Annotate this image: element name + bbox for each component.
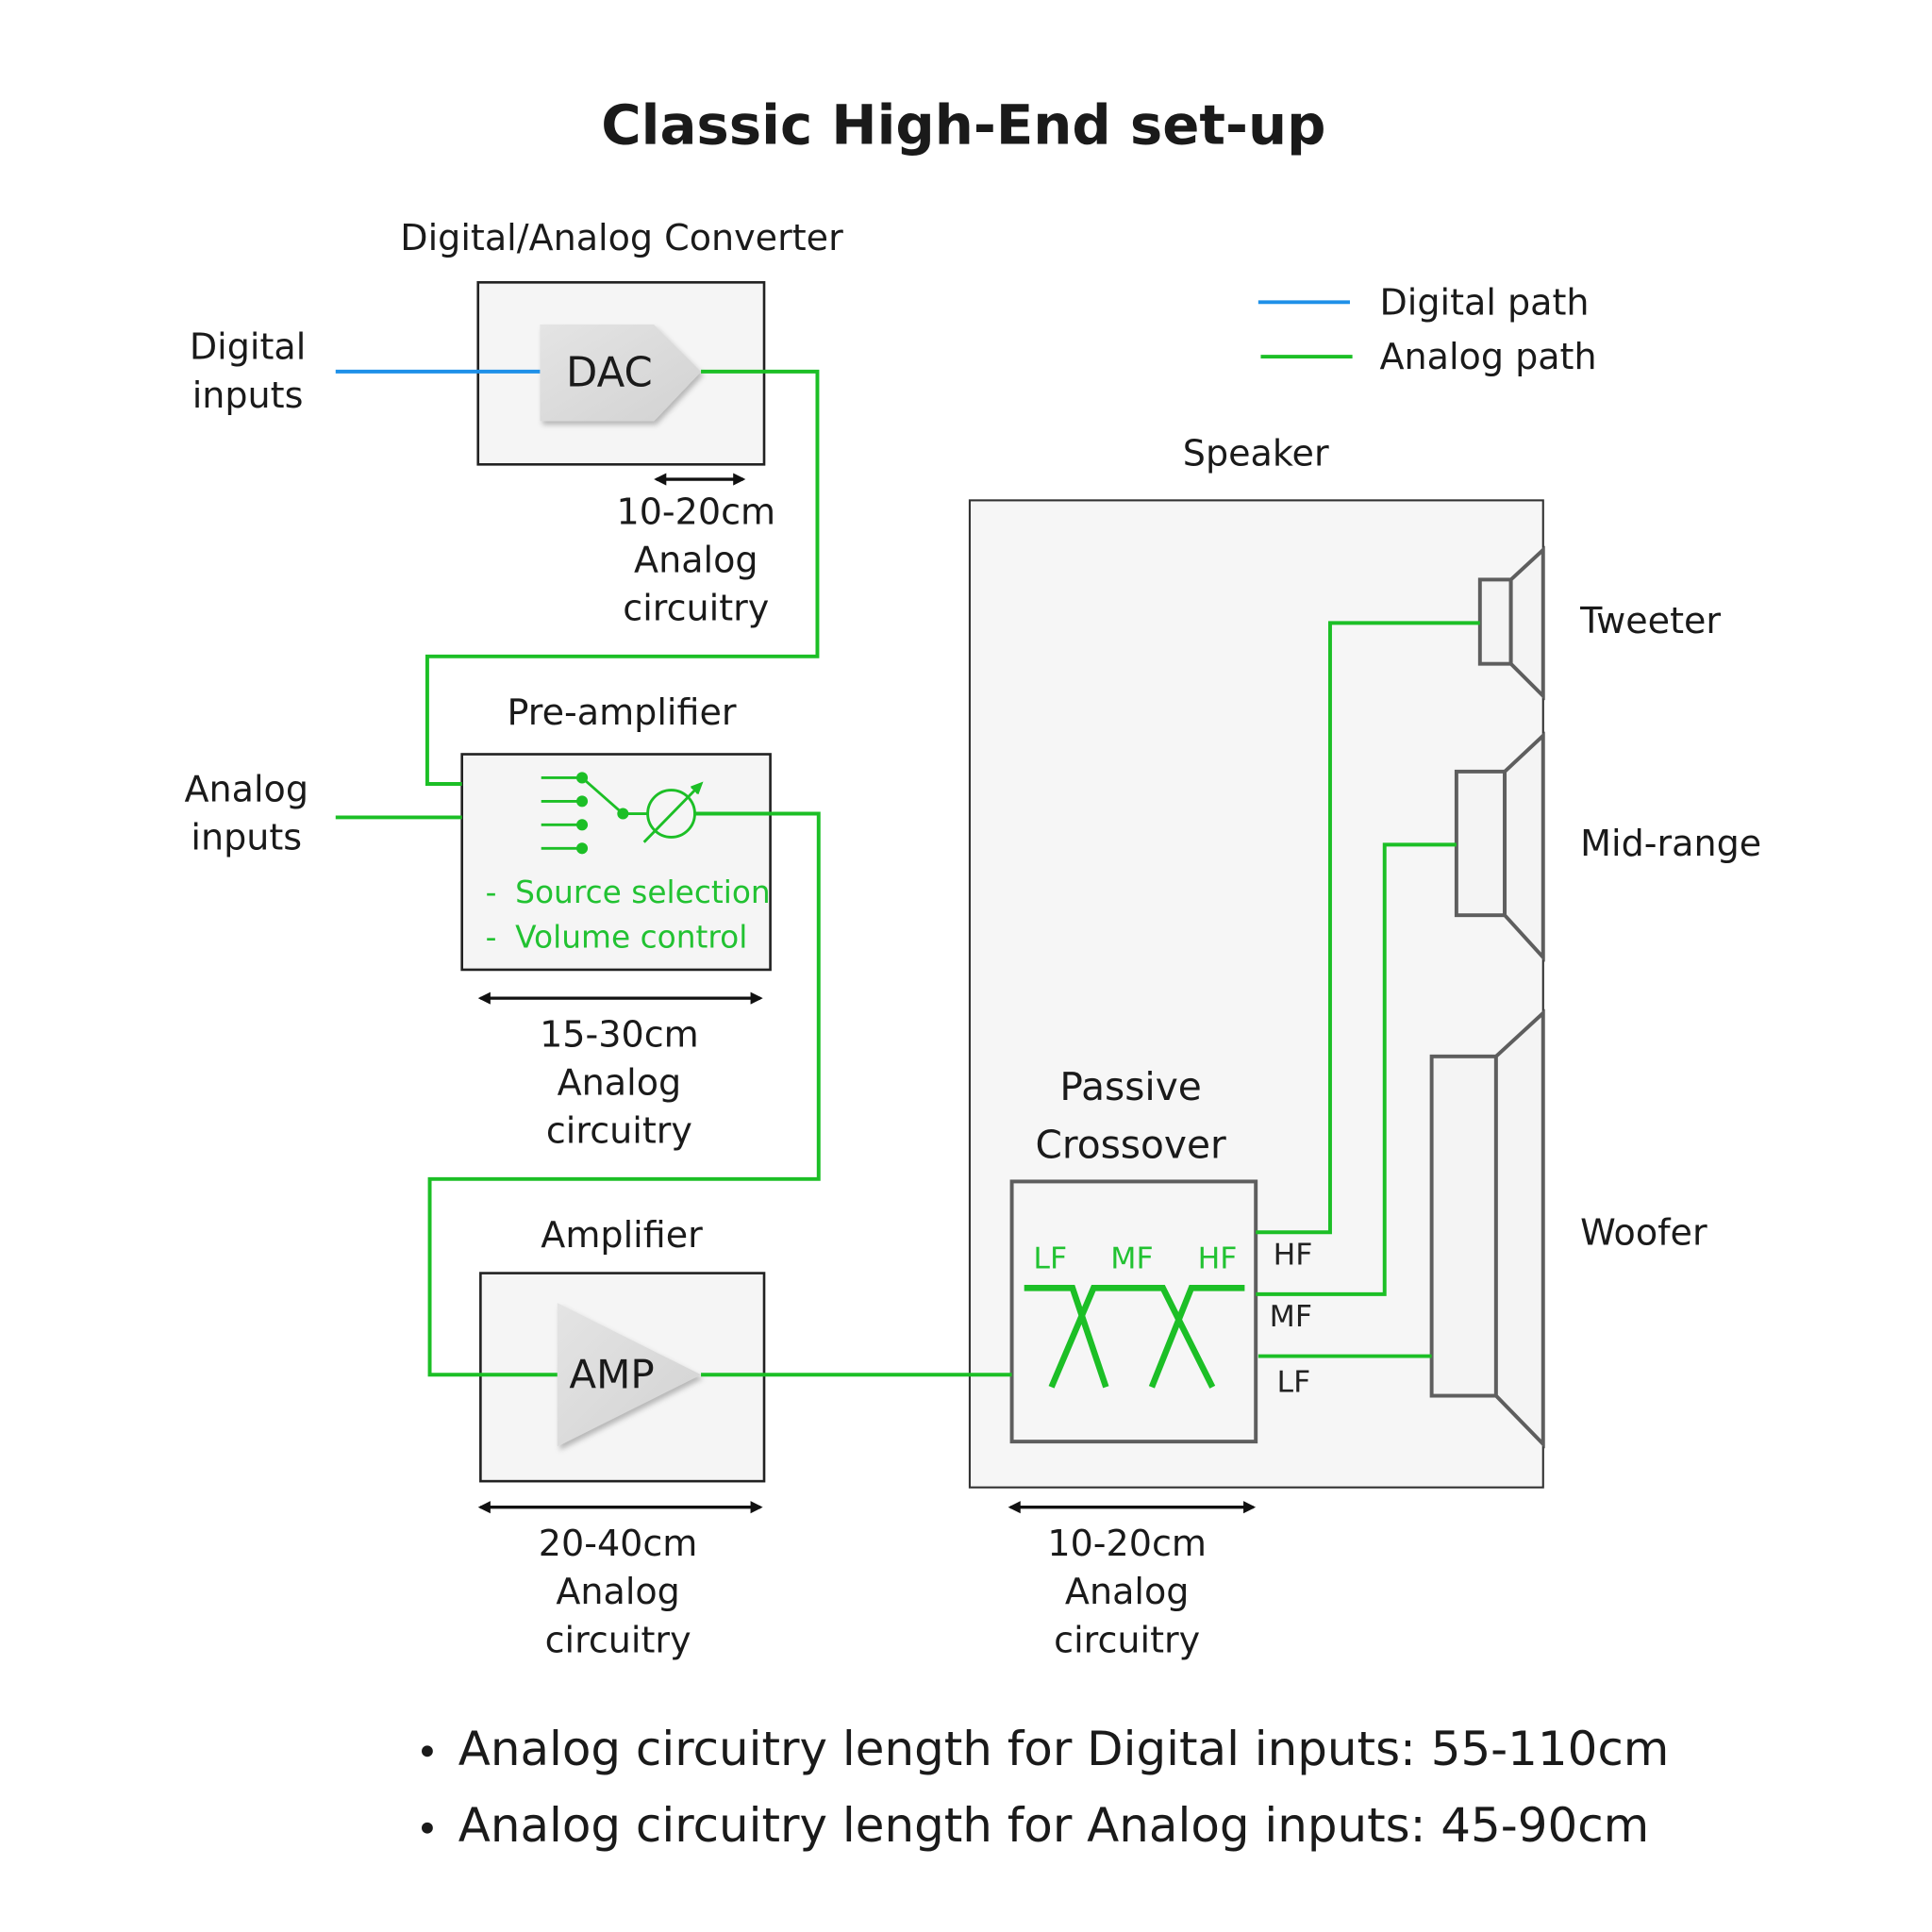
- preamp-features: - Source selection - Volume control: [486, 874, 771, 955]
- svg-text:Analog circuitry length for An: Analog circuitry length for Analog input…: [458, 1798, 1650, 1853]
- page-title: Classic High-End set-up: [601, 92, 1325, 157]
- svg-text:Analog: Analog: [556, 1571, 680, 1612]
- crossover-band-mf: MF: [1110, 1241, 1153, 1275]
- svg-text:20-40cm: 20-40cm: [539, 1523, 698, 1564]
- tweeter-driver: [1477, 545, 1545, 701]
- svg-text:inputs: inputs: [191, 817, 302, 858]
- preamp-box: [460, 753, 772, 972]
- dac-symbol-label: DAC: [566, 350, 653, 397]
- preamp-dimension-label: 15-30cm Analog circuitry: [540, 1013, 699, 1151]
- svg-text:Analog: Analog: [558, 1062, 682, 1104]
- dac-heading: Digital/Analog Converter: [400, 217, 843, 258]
- svg-text:10-20cm: 10-20cm: [617, 491, 776, 532]
- analog-inputs-label: Analog inputs: [184, 768, 308, 858]
- crossover-filter-curves-icon: [1024, 1285, 1245, 1389]
- dac-dimension-label: 10-20cm Analog circuitry: [617, 491, 776, 628]
- svg-text:inputs: inputs: [192, 375, 304, 416]
- svg-text:Analog: Analog: [184, 768, 308, 809]
- crossover-output-hf: HF: [1274, 1238, 1313, 1272]
- woofer-label: Woofer: [1580, 1211, 1707, 1253]
- wire-hf-to-tweeter: [1256, 621, 1480, 1235]
- svg-text:Analog: Analog: [1065, 1571, 1190, 1612]
- wire-preamp-out: [427, 811, 821, 1377]
- amp-symbol-label: AMP: [569, 1352, 654, 1398]
- feature-source-selection: Source selection: [515, 874, 771, 910]
- crossover-heading: Passive Crossover: [1035, 1064, 1226, 1168]
- wire-mf-to-midrange: [1256, 842, 1457, 1296]
- midrange-driver: [1454, 731, 1545, 962]
- crossover-box: [1009, 1179, 1258, 1444]
- woofer-driver: [1429, 1008, 1545, 1449]
- crossover-band-hf: HF: [1198, 1241, 1238, 1275]
- note-digital-inputs: Analog circuitry length for Digital inpu…: [422, 1722, 1669, 1776]
- amp-heading: Amplifier: [541, 1214, 703, 1256]
- svg-text:Analog: Analog: [634, 540, 758, 581]
- svg-text:15-30cm: 15-30cm: [540, 1013, 699, 1055]
- svg-text:Passive: Passive: [1059, 1064, 1201, 1109]
- crossover-output-lf: LF: [1277, 1366, 1311, 1400]
- legend-digital-label: Digital path: [1379, 281, 1589, 323]
- svg-text:Analog circuitry length for Di: Analog circuitry length for Digital inpu…: [458, 1722, 1670, 1776]
- preamp-heading: Pre-amplifier: [508, 691, 737, 733]
- svg-text:circuitry: circuitry: [1054, 1619, 1200, 1660]
- feature-volume-control: Volume control: [515, 919, 747, 955]
- tweeter-label: Tweeter: [1579, 600, 1721, 641]
- svg-text:circuitry: circuitry: [623, 588, 769, 629]
- legend: Digital path Analog path: [1257, 281, 1597, 377]
- svg-text:Crossover: Crossover: [1035, 1122, 1226, 1167]
- amp-symbol: [557, 1303, 702, 1447]
- svg-text:10-20cm: 10-20cm: [1047, 1523, 1207, 1564]
- digital-inputs-label: Digital inputs: [190, 326, 306, 416]
- crossover-dimension-label: 10-20cm Analog circuitry: [1047, 1523, 1207, 1660]
- crossover-band-lf: LF: [1033, 1241, 1067, 1275]
- dac-symbol: [540, 324, 702, 422]
- legend-analog-label: Analog path: [1379, 336, 1596, 377]
- crossover-output-mf: MF: [1270, 1300, 1312, 1334]
- note-analog-inputs: Analog circuitry length for Analog input…: [422, 1798, 1649, 1853]
- svg-text:-: -: [486, 919, 497, 955]
- svg-text:circuitry: circuitry: [546, 1110, 692, 1152]
- amp-dimension-label: 20-40cm Analog circuitry: [539, 1523, 698, 1660]
- wire-dac-to-preamp: [425, 369, 820, 786]
- svg-text:-: -: [486, 874, 497, 910]
- midrange-label: Mid-range: [1580, 823, 1761, 864]
- speaker-heading: Speaker: [1183, 433, 1329, 475]
- svg-text:circuitry: circuitry: [545, 1619, 691, 1660]
- svg-text:Digital: Digital: [190, 326, 306, 368]
- source-selector-icon: [541, 772, 648, 855]
